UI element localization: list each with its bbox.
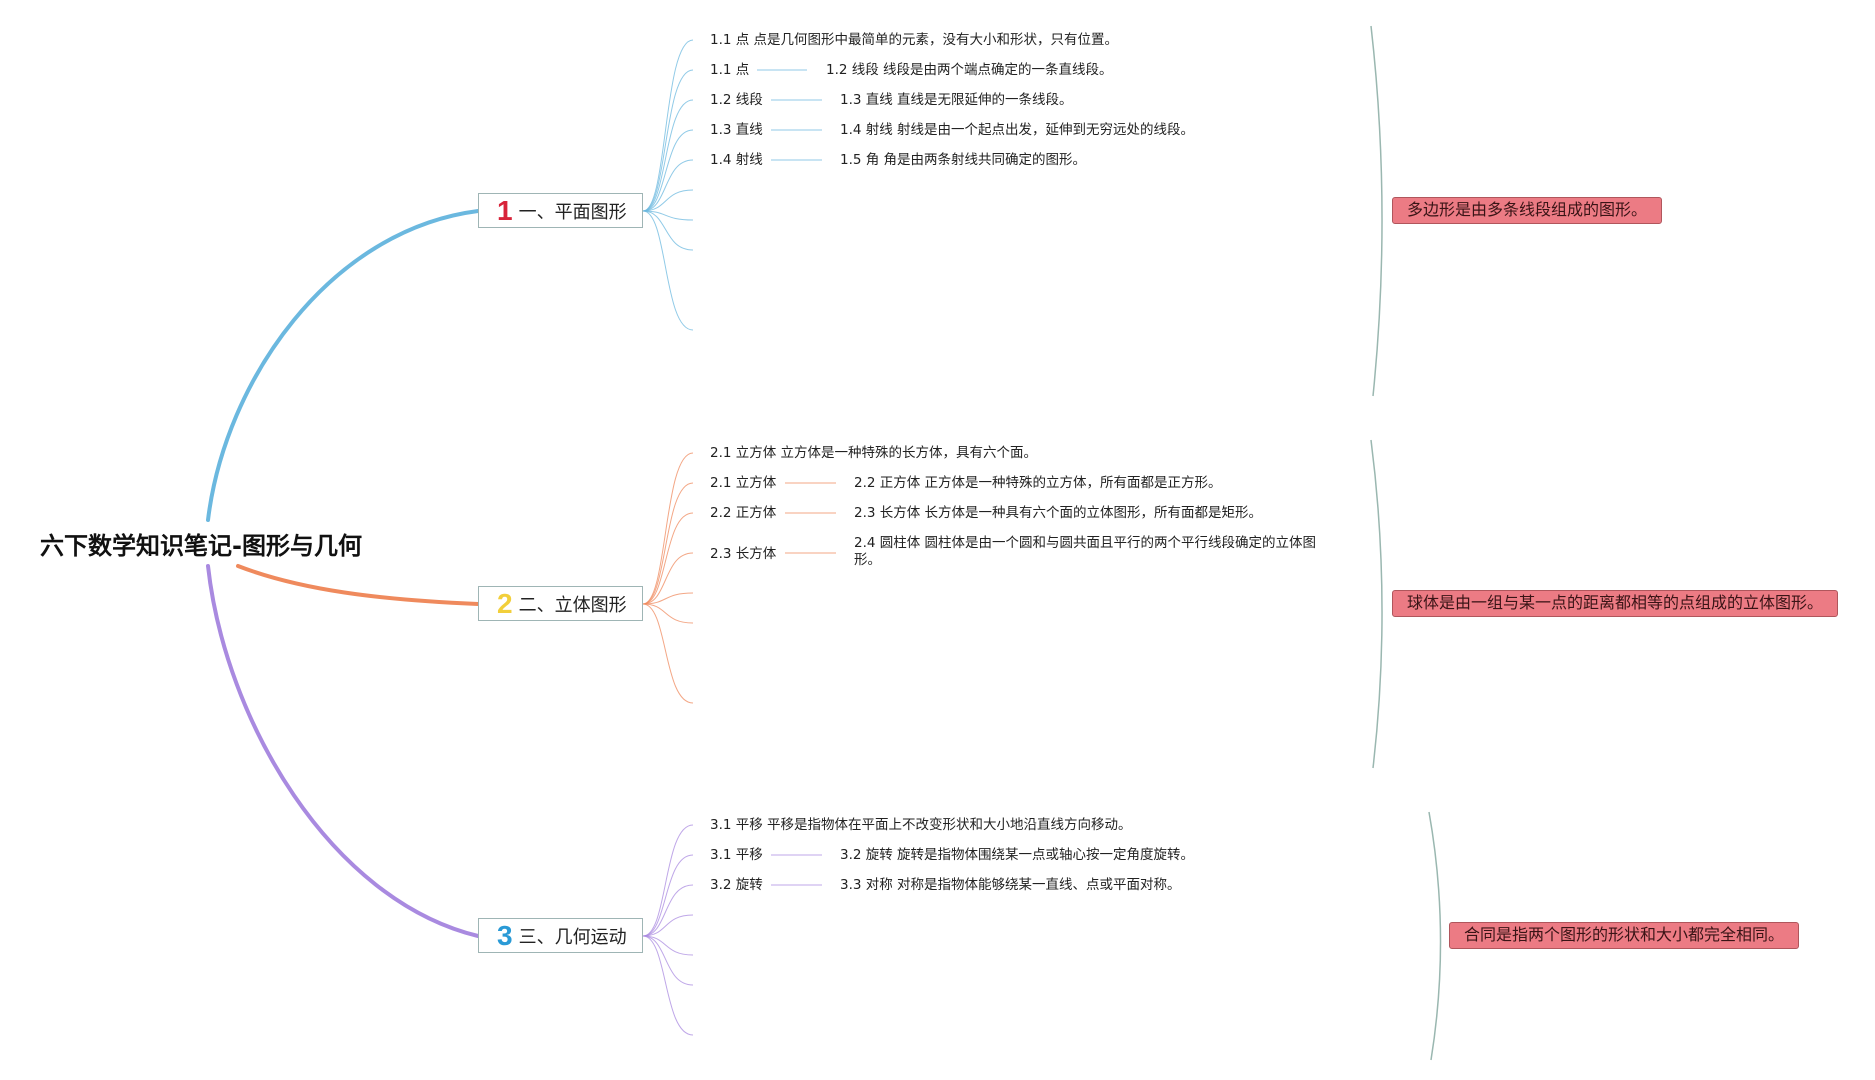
sub-branch-link: [642, 210, 694, 221]
leaf-node[interactable]: 3.1 平移: [710, 847, 763, 863]
leaf-node[interactable]: 2.2 正方体 正方体是一种特殊的立方体，所有面都是正方形。: [854, 475, 1222, 491]
sub-branch-link: [642, 603, 694, 624]
leaf-node[interactable]: 2.3 长方体 长方体是一种具有六个面的立体图形，所有面都是矩形。: [854, 505, 1263, 521]
main-branch-line-1: [206, 209, 480, 522]
number-badge-3: 3: [497, 919, 513, 951]
sub-branch-link: [642, 452, 694, 605]
main-branch-line-3: [206, 564, 480, 938]
leaf-node[interactable]: 1.2 线段 线段是由两个端点确定的一条直线段。: [826, 62, 1113, 78]
leaf-node[interactable]: 2.1 立方体 立方体是一种特殊的长方体，具有六个面。: [710, 445, 1038, 461]
branch-node-geometric-motion[interactable]: 3 三、几何运动: [478, 918, 643, 953]
leaf-node[interactable]: 1.1 点 点是几何图形中最简单的元素，没有大小和形状，只有位置。: [710, 32, 1119, 48]
branch-label: 一、平面图形: [518, 201, 627, 223]
leaf-node[interactable]: 2.3 长方体: [710, 546, 777, 562]
sub-branch-link: [642, 512, 694, 605]
sub-branch-link: [642, 210, 694, 251]
sub-branch-link: [642, 39, 694, 212]
sub-branch-link: [642, 129, 694, 212]
summary-note-2[interactable]: 球体是由一组与某一点的距离都相等的点组成的立体图形。: [1392, 590, 1839, 617]
sub-branch-link: [642, 935, 694, 986]
summary-bracket-1: [1370, 25, 1383, 397]
branch-1-sub-links: [642, 39, 822, 331]
branch-node-plane-figures[interactable]: 1 一、平面图形: [478, 193, 643, 228]
sub-branch-link: [642, 935, 694, 1036]
sub-branch-link: [642, 603, 694, 704]
sub-branch-link: [642, 159, 694, 212]
leaf-node[interactable]: 1.4 射线 射线是由一个起点出发，延伸到无穷远处的线段。: [840, 122, 1195, 138]
leaf-node[interactable]: 1.5 角 角是由两条射线共同确定的图形。: [840, 152, 1087, 168]
number-badge-1: 1: [497, 194, 513, 226]
branch-node-solid-figures[interactable]: 2 二、立体图形: [478, 586, 643, 621]
summary-bracket-2: [1370, 439, 1383, 769]
sub-branch-link: [642, 69, 694, 212]
sub-branch-link: [642, 99, 694, 212]
main-branch-line-2: [236, 564, 480, 606]
leaf-node[interactable]: 3.2 旋转: [710, 877, 763, 893]
leaf-node[interactable]: 2.2 正方体: [710, 505, 777, 521]
leaf-node[interactable]: 1.2 线段: [710, 92, 763, 108]
leaf-node[interactable]: 3.2 旋转 旋转是指物体围绕某一点或轴心按一定角度旋转。: [840, 847, 1195, 863]
sub-branch-link: [642, 854, 694, 937]
sub-branch-link: [642, 592, 694, 605]
branch-2-sub-links: [642, 452, 836, 704]
leaf-node[interactable]: 1.3 直线 直线是无限延伸的一条线段。: [840, 92, 1073, 108]
mindmap-root-title[interactable]: 六下数学知识笔记-图形与几何: [40, 532, 362, 560]
leaf-node[interactable]: 3.1 平移 平移是指物体在平面上不改变形状和大小地沿直线方向移动。: [710, 817, 1132, 833]
sub-branch-link: [642, 824, 694, 937]
branch-label: 二、立体图形: [518, 594, 627, 616]
leaf-node[interactable]: 1.1 点: [710, 62, 750, 78]
summary-bracket-3: [1428, 811, 1442, 1061]
sub-branch-link: [642, 884, 694, 937]
summary-note-3[interactable]: 合同是指两个图形的形状和大小都完全相同。: [1449, 922, 1800, 949]
leaf-node[interactable]: 2.4 圆柱体 圆柱体是由一个圆和与圆共面且平行的两个平行线段确定的立体图形。: [854, 535, 1317, 568]
leaf-node[interactable]: 2.1 立方体: [710, 475, 777, 491]
sub-branch-link: [642, 914, 694, 937]
branch-3-sub-links: [642, 824, 822, 1036]
leaf-node[interactable]: 1.3 直线: [710, 122, 763, 138]
sub-branch-link: [642, 189, 694, 212]
sub-branch-link: [642, 482, 694, 605]
sub-branch-link: [642, 935, 694, 956]
leaf-node[interactable]: 3.3 对称 对称是指物体能够绕某一直线、点或平面对称。: [840, 877, 1181, 893]
sub-branch-link: [642, 552, 694, 605]
leaf-node[interactable]: 1.4 射线: [710, 152, 763, 168]
sub-branch-link: [642, 210, 694, 331]
summary-note-1[interactable]: 多边形是由多条线段组成的图形。: [1392, 197, 1663, 224]
number-badge-2: 2: [497, 587, 513, 619]
branch-label: 三、几何运动: [518, 926, 627, 948]
